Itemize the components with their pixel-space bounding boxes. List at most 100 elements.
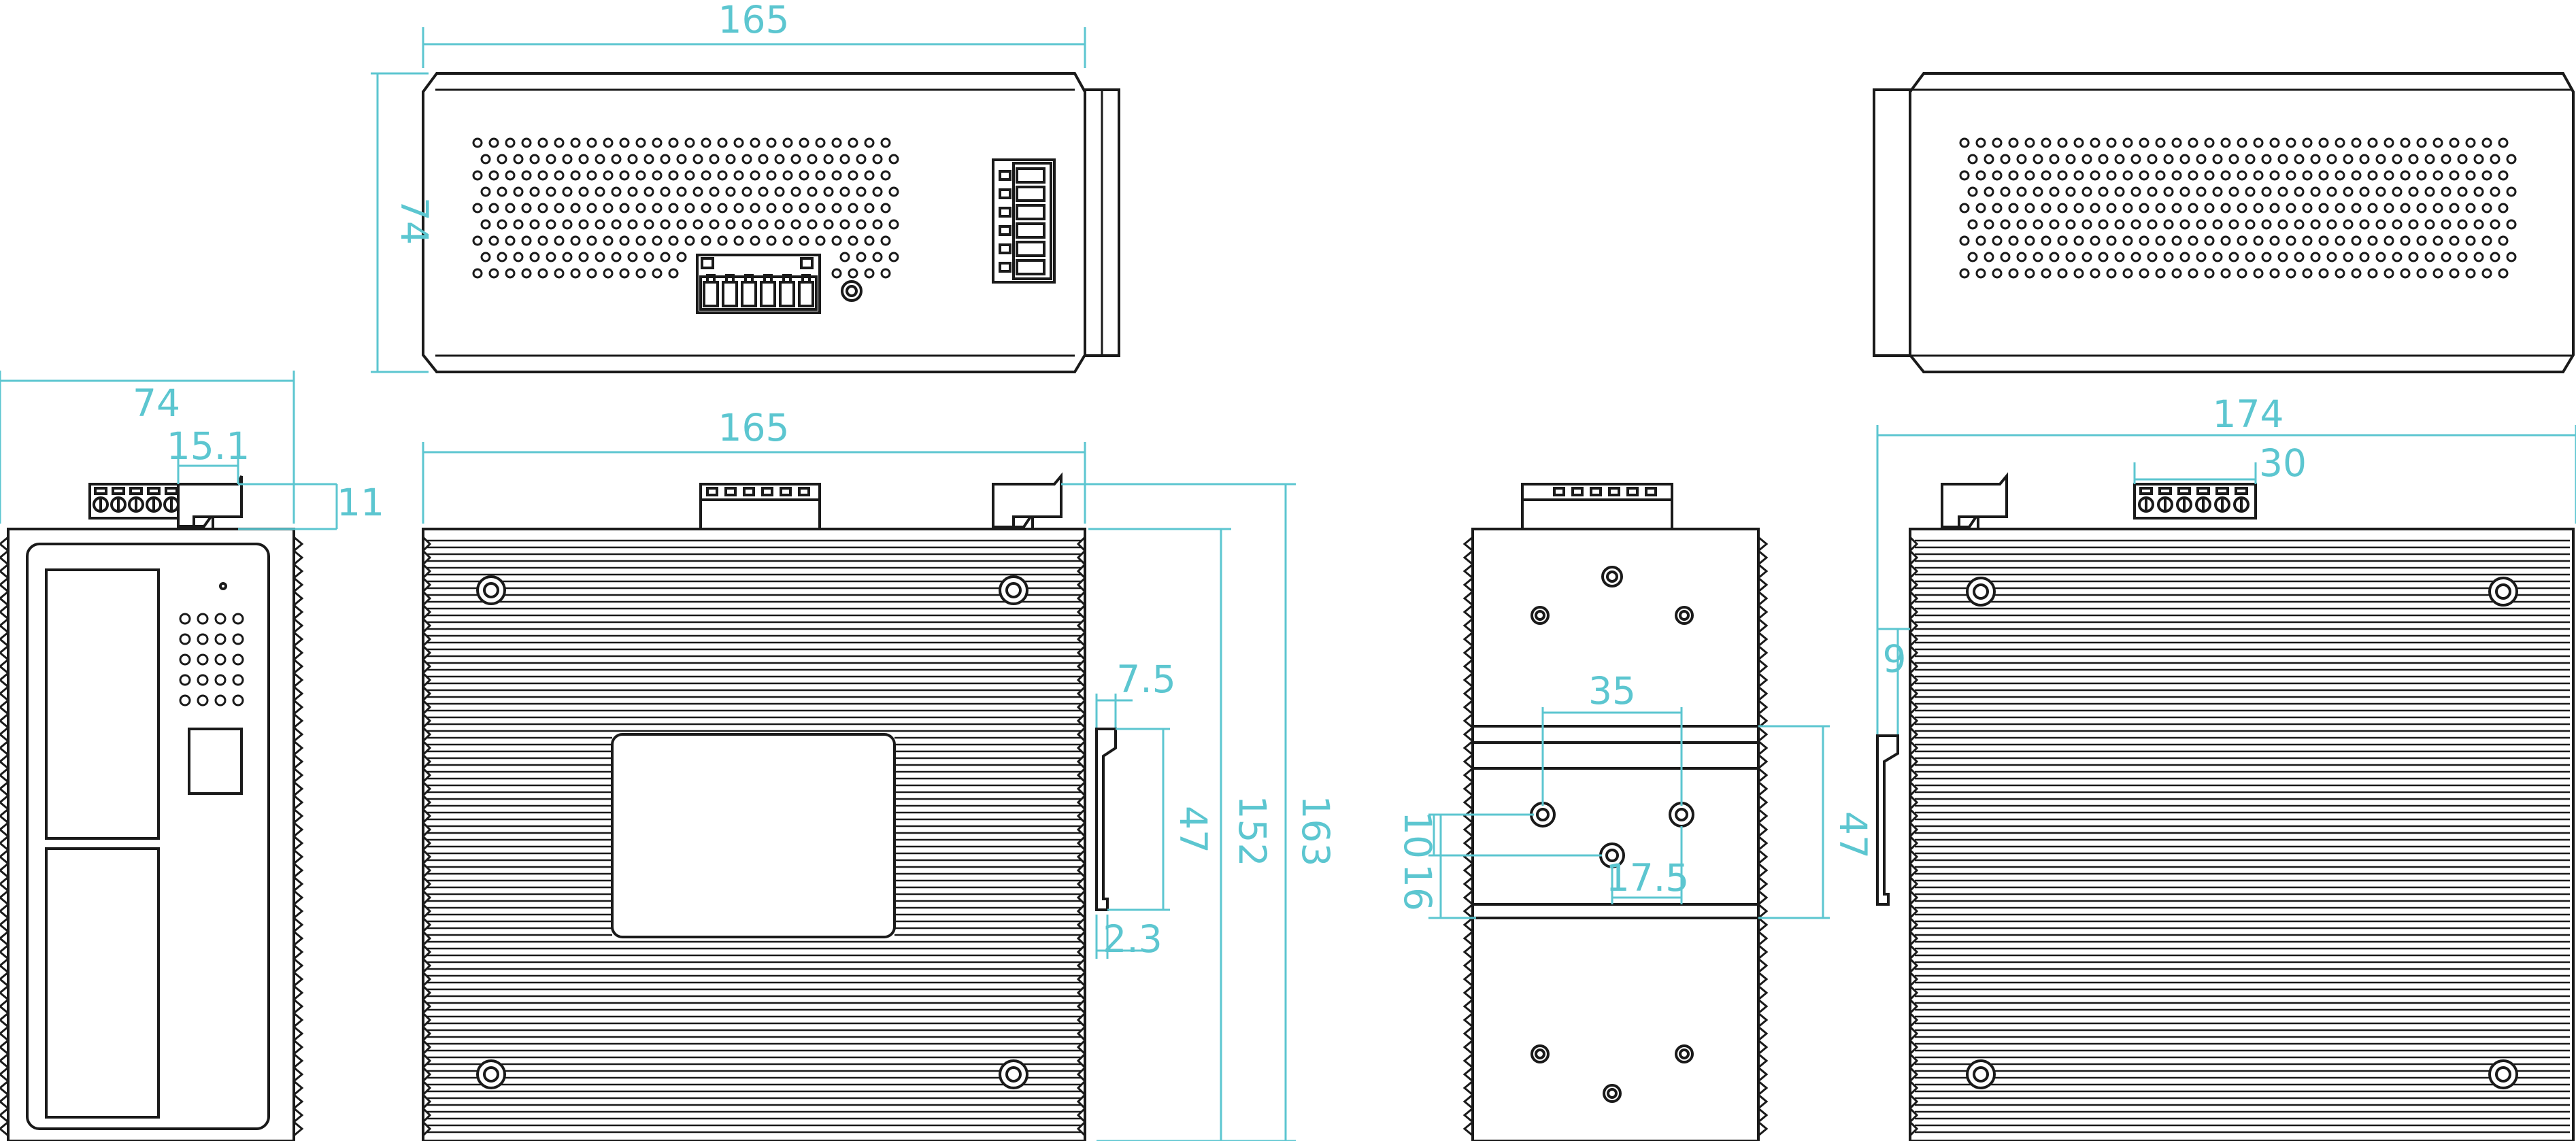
vent-hole [635,170,646,181]
vent-hole [676,154,687,165]
terminal-cell [1016,167,1046,184]
terminal-cell [999,225,1011,236]
vent-hole [586,170,597,181]
vent-hole [505,137,516,148]
vent-hole [2383,170,2394,181]
led-dot [232,694,244,706]
vent-hole [2171,268,2182,279]
vent-hole [766,137,777,148]
led-dot [179,633,191,645]
vent-hole [2057,235,2068,246]
vent-hole [521,170,532,181]
front-terminal-block [699,483,821,530]
vent-hole [2081,154,2092,165]
vent-hole [2449,170,2460,181]
vent-hole [529,252,540,262]
vent-hole [2457,186,2468,197]
vent-hole [1959,203,1970,214]
vent-hole [2269,235,2280,246]
vent-hole [2016,219,2027,230]
vent-hole [2114,219,2125,230]
terminal-screw [2157,496,2173,513]
vent-hole [635,268,646,279]
vent-hole [2049,186,2060,197]
vent-hole [839,219,850,230]
vent-hole [880,235,891,246]
terminal-screw [146,496,162,513]
vent-hole [2351,235,2362,246]
side-view-body [7,528,295,1141]
vent-hole [2155,268,2166,279]
vent-hole [2441,186,2452,197]
vent-hole [758,154,769,165]
vent-hole [2375,252,2386,262]
vent-hole [2033,154,2043,165]
vent-hole [562,186,573,197]
vent-hole [578,252,589,262]
dim-rail-hole-span: 35 [1588,669,1636,713]
vent-hole [2343,154,2354,165]
led-dot [214,694,227,706]
vent-hole [2416,268,2427,279]
vent-hole [2457,154,2468,165]
vent-hole [2130,252,2141,262]
vent-hole [611,219,622,230]
vent-hole [643,154,654,165]
vent-hole [2155,235,2166,246]
port-window-lower [45,847,160,1119]
vent-hole [2481,203,2492,214]
terminal-cell [763,274,773,284]
vent-hole [2000,186,2011,197]
terminal-tab [706,487,718,496]
vent-hole [2130,219,2141,230]
vent-hole [2228,252,2239,262]
vent-hole [2147,219,2158,230]
vent-hole [725,154,736,165]
vent-hole [2294,154,2305,165]
vent-hole [2400,137,2411,148]
vent-hole [2041,170,2052,181]
vent-hole [2016,186,2027,197]
vent-hole [888,154,899,165]
vent-hole [831,268,842,279]
vent-hole [562,219,573,230]
vent-hole [741,186,752,197]
vent-hole [774,154,785,165]
vent-hole [570,268,581,279]
vent-hole [1959,137,1970,148]
vent-hole [782,235,793,246]
vent-hole [2302,203,2313,214]
vent-hole [2139,137,2150,148]
vent-hole [2073,235,2084,246]
terminal-cell [999,262,1011,273]
vent-hole [815,235,826,246]
vent-hole [595,252,605,262]
vent-hole [2286,170,2296,181]
vent-hole [2351,203,2362,214]
vent-hole [2171,137,2182,148]
vent-hole [603,203,614,214]
vent-hole [480,154,491,165]
vent-hole [2220,235,2231,246]
vent-hole [619,137,630,148]
vent-hole [790,219,801,230]
vent-hole [554,268,565,279]
vent-hole [635,137,646,148]
side-view-left-fins [0,536,10,1137]
top-view-left [422,72,1120,373]
vent-hole [2122,235,2133,246]
vent-hole [2081,219,2092,230]
vent-hole [497,219,507,230]
vent-hole [2081,252,2092,262]
vent-hole [660,219,671,230]
vent-hole [570,137,581,148]
terminal-tab [2139,487,2153,495]
vent-hole [529,186,540,197]
vent-hole [2367,170,2378,181]
vent-hole [2000,219,2011,230]
vent-hole [2196,252,2207,262]
vent-hole [488,170,499,181]
vent-hole [2098,252,2109,262]
back-terminal-block [2133,483,2257,520]
vent-hole [668,235,679,246]
